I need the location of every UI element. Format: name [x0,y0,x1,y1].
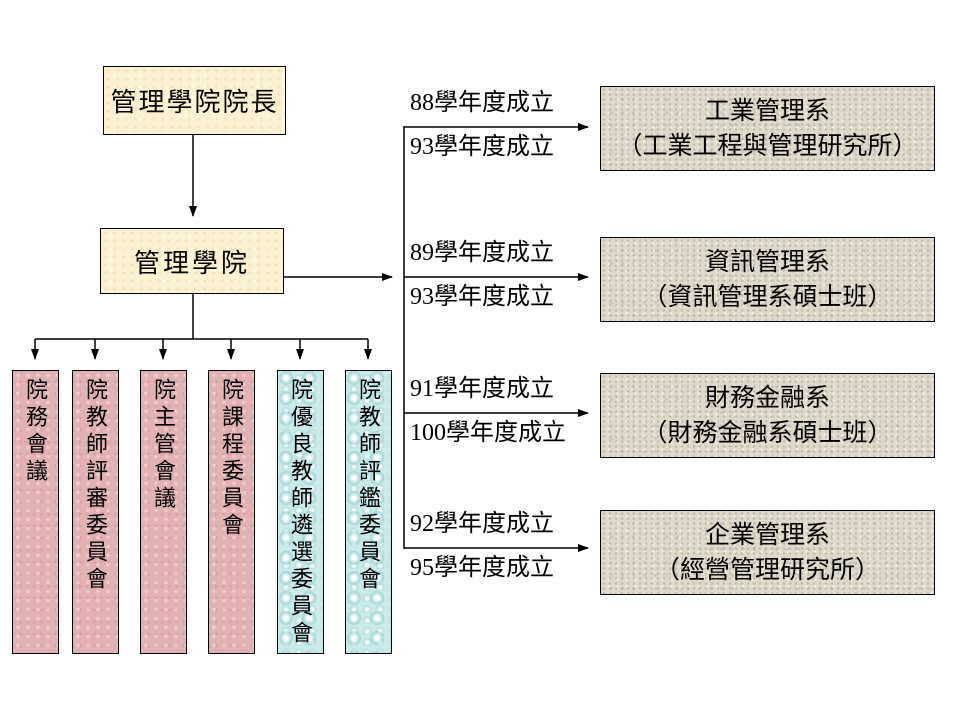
committee-box-supervisors: 院主管會議 [140,370,187,654]
department-subtitle: （經營管理研究所） [654,556,880,584]
college-label: 管理學院 [133,248,250,278]
department-subtitle: （工業工程與管理研究所） [617,132,918,160]
committee-label: 院課程委員會 [219,378,244,540]
committee-label: 院教師評審委員會 [83,378,108,594]
established-label-dept4-top: 92學年度成立 [410,511,554,537]
established-label-dept1-top: 88學年度成立 [410,90,554,116]
committee-label: 院教師評鑑委員會 [356,378,381,594]
established-label-dept4-bottom: 95學年度成立 [410,555,554,581]
established-label-dept3-bottom: 100學年度成立 [410,420,566,446]
department-subtitle: （資訊管理系碩士班） [642,283,893,311]
committee-label: 院優良教師遴選委員會 [288,378,313,648]
committee-box-curriculum: 院課程委員會 [208,370,255,654]
committee-label: 院主管會議 [151,378,176,513]
dean-box: 管理學院院長 [103,66,286,135]
department-box-finance: 財務金融系 （財務金融系碩士班） [600,373,935,458]
committee-label: 院務會議 [23,378,48,486]
established-label-dept3-top: 91學年度成立 [410,376,554,402]
established-label-dept2-bottom: 93學年度成立 [410,284,554,310]
college-box: 管理學院 [100,228,284,294]
dean-label: 管理學院院長 [110,88,279,117]
established-label-dept2-top: 89學年度成立 [410,240,554,266]
department-box-industrial-management: 工業管理系 （工業工程與管理研究所） [600,86,935,171]
department-box-information-management: 資訊管理系 （資訊管理系碩士班） [600,237,935,322]
department-title: 工業管理系 [704,97,830,125]
department-subtitle: （財務金融系碩士班） [642,419,893,447]
committee-box-excellent-teacher: 院優良教師遴選委員會 [277,370,324,654]
department-title: 財務金融系 [704,384,830,412]
established-label-dept1-bottom: 93學年度成立 [410,134,554,160]
committee-box-teacher-review: 院教師評審委員會 [72,370,119,654]
department-title: 企業管理系 [704,521,830,549]
department-title: 資訊管理系 [704,248,830,276]
committee-box-teacher-evaluation: 院教師評鑑委員會 [345,370,392,654]
department-box-business-administration: 企業管理系 （經營管理研究所） [600,510,935,595]
committee-box-council: 院務會議 [12,370,59,654]
